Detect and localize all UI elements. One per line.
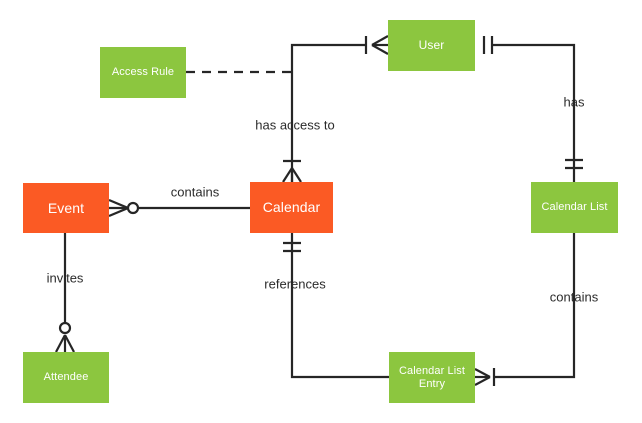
entity-event-label: Event [47,199,85,216]
relationship-label-contains-event-calendar: contains [170,184,220,200]
connector-user-has-calendar-list [492,43,576,182]
cardinality-attendee-crowsfoot [55,334,75,353]
connector-user-has-access-to-calendar [290,43,366,182]
cardinality-event-crowsfoot [108,198,129,218]
entity-calendar-list-label: Calendar List [541,201,608,214]
cardinality-calendar-access-crowsfoot [282,167,302,183]
entity-access-rule[interactable]: Access Rule [100,47,186,98]
cardinality-user-access-crowsfoot [371,35,389,55]
entity-attendee-label: Attendee [43,371,89,384]
entity-calendar-list-entry-label: Calendar List Entry [398,364,466,390]
entity-calendar-label: Calendar [262,199,321,216]
cardinality-attendee-zero-circle [58,321,72,335]
entity-calendar-list-entry[interactable]: Calendar List Entry [389,352,475,403]
connector-calendar-list-contains-entry [494,233,576,379]
entity-calendar-list[interactable]: Calendar List [531,182,618,233]
relationship-label-references: references [264,276,326,292]
entity-attendee[interactable]: Attendee [23,352,109,403]
entity-calendar[interactable]: Calendar [250,182,333,233]
relationship-label-has: has [563,94,585,110]
relationship-label-invites: invites [46,270,84,286]
entity-user-label: User [418,37,445,52]
cardinality-event-zero-circle [126,201,140,215]
relationship-label-contains-list-entry: contains [549,289,599,305]
cardinality-entry-contains-crowsfoot [474,368,491,386]
entity-event[interactable]: Event [23,183,109,233]
connector-calendar-references-entry [290,233,389,379]
relationship-label-has-access-to: has access to [255,117,335,133]
entity-user[interactable]: User [388,20,475,71]
entity-access-rule-label: Access Rule [111,66,175,79]
